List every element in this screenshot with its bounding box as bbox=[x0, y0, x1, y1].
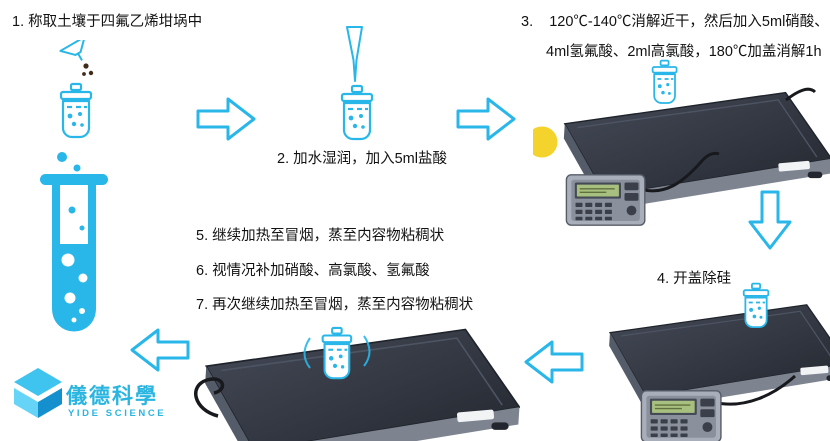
crucible-icon bbox=[340, 84, 374, 141]
step7-label: 7. 再次继续加热至冒烟，蒸至内容物粘稠状 bbox=[196, 297, 474, 313]
hotplate-image-1 bbox=[533, 59, 830, 226]
step4-label: 4. 开盖除硅 bbox=[657, 271, 732, 287]
yide-logo-mark bbox=[14, 368, 62, 418]
controller-cable bbox=[712, 374, 797, 406]
crucible-icon bbox=[742, 282, 770, 329]
logo-name-en: YIDE SCIENCE bbox=[68, 408, 167, 419]
hotplate-image-2 bbox=[608, 282, 830, 441]
power-cord bbox=[785, 87, 817, 102]
step1-label: 1. 称取土壤于四氟乙烯坩埚中 bbox=[12, 14, 203, 30]
step3-label-line2: 4ml氢氟酸、2ml高氯酸，180℃加盖消解1h bbox=[546, 44, 822, 60]
dropper-icon bbox=[346, 26, 363, 82]
flow-arrow-left-1 bbox=[524, 340, 584, 384]
logo-name-cn: 儀德科學 bbox=[66, 384, 158, 408]
flow-arrow-right-2 bbox=[456, 97, 516, 141]
flow-arrow-right-1 bbox=[196, 97, 256, 141]
step6-label: 6. 视情况补加硝酸、高氯酸、氢氟酸 bbox=[196, 263, 430, 279]
crucible-icon bbox=[651, 59, 678, 104]
power-cord bbox=[194, 377, 225, 418]
flow-arrow-down bbox=[748, 190, 792, 250]
pouring-flask-icon bbox=[59, 40, 94, 76]
step5-label: 5. 继续加热至冒烟，蒸至内容物粘稠状 bbox=[196, 228, 445, 244]
crucible-icon bbox=[59, 82, 93, 139]
step2-label: 2. 加水湿润，加入5ml盐酸 bbox=[277, 151, 447, 167]
controller-cable bbox=[636, 151, 720, 193]
temperature-controller bbox=[565, 174, 646, 226]
hotplate-image-3 bbox=[194, 326, 520, 441]
crucible-icon bbox=[321, 326, 353, 380]
flow-arrow-left-2 bbox=[130, 328, 190, 372]
test-tube-icon bbox=[40, 152, 108, 332]
steam-lines bbox=[303, 335, 371, 369]
temperature-controller bbox=[640, 390, 722, 441]
yellow-ball bbox=[533, 126, 558, 158]
step3-label-line1: 3. 120℃-140℃消解近干，然后加入5ml硝酸、 bbox=[521, 14, 829, 30]
